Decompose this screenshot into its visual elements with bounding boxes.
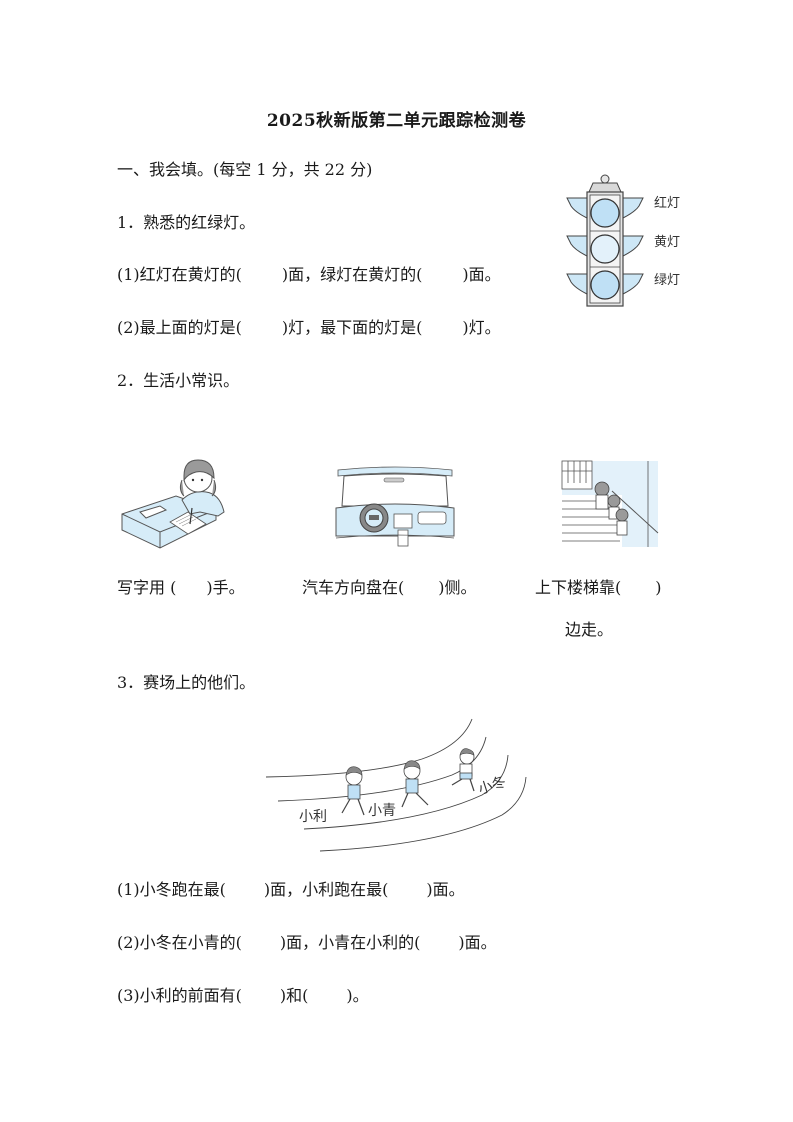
runner-label-xiaoli: 小利 <box>299 809 327 825</box>
page-title: 2025秋新版第二单元跟踪检测卷 <box>266 111 527 131</box>
q2-3-post: ) <box>655 578 662 597</box>
q3-3-post: )。 <box>346 986 369 1005</box>
q3-1-post: )面。 <box>426 880 465 899</box>
car-dashboard-illustration <box>335 466 455 547</box>
q2-1-pre: 写字用 ( <box>117 578 177 597</box>
question-3-sub-2: (2)小冬在小青的( )面，小青在小利的( )面。 <box>117 933 497 953</box>
traffic-light-label-yellow: 黄灯 <box>654 235 681 250</box>
girl-writing-illustration <box>121 459 225 549</box>
q3-2-pre: (2)小冬在小青的( <box>117 933 242 952</box>
question-2-item-1: 写字用 ( )手。 <box>117 578 245 598</box>
question-2-label: 2．生活小常识。 <box>117 371 240 390</box>
question-3-sub-1: (1)小冬跑在最( )面，小利跑在最( )面。 <box>117 880 465 900</box>
runner-label-xiaoqing: 小青 <box>368 803 396 819</box>
traffic-light-label-green: 绿灯 <box>654 273 681 288</box>
q1-1-pre: (1)红灯在黄灯的( <box>117 265 242 284</box>
q1-1-mid: )面，绿灯在黄灯的( <box>281 265 423 284</box>
question-1-sub-1: (1)红灯在黄灯的( )面，绿灯在黄灯的( )面。 <box>117 265 501 285</box>
q3-3-pre: (3)小利的前面有( <box>117 986 242 1005</box>
q2-1-post: )手。 <box>206 578 245 597</box>
race-track-illustration <box>265 718 527 852</box>
q1-1-post: )面。 <box>462 265 501 284</box>
q3-3-mid: )和( <box>279 986 309 1005</box>
question-2-item-3-cont: 边走。 <box>565 620 614 639</box>
q1-2-pre: (2)最上面的灯是( <box>117 318 242 337</box>
question-1-sub-2: (2)最上面的灯是( )灯，最下面的灯是( )灯。 <box>117 318 501 338</box>
traffic-light-label-red: 红灯 <box>654 196 681 211</box>
q2-3-pre: 上下楼梯靠( <box>535 578 622 597</box>
question-2-item-3: 上下楼梯靠() <box>535 578 662 598</box>
section-header: 一、我会填。(每空 1 分，共 22 分) <box>117 160 373 179</box>
question-3-label: 3．赛场上的他们。 <box>117 673 256 692</box>
stairs-illustration <box>561 460 659 547</box>
traffic-light-illustration <box>566 174 644 307</box>
q3-2-post: )面。 <box>458 933 497 952</box>
question-2-item-2: 汽车方向盘在( )侧。 <box>302 578 477 598</box>
q3-2-mid: )面，小青在小利的( <box>279 933 421 952</box>
q2-2-pre: 汽车方向盘在( <box>302 578 405 597</box>
question-1-label: 1．熟悉的红绿灯。 <box>117 213 256 232</box>
q1-2-post: )灯。 <box>462 318 501 337</box>
q3-1-pre: (1)小冬跑在最( <box>117 880 226 899</box>
q3-1-mid: )面，小利跑在最( <box>263 880 389 899</box>
q1-2-mid: )灯，最下面的灯是( <box>281 318 423 337</box>
q2-2-post: )侧。 <box>438 578 477 597</box>
question-3-sub-3: (3)小利的前面有( )和( )。 <box>117 986 369 1006</box>
